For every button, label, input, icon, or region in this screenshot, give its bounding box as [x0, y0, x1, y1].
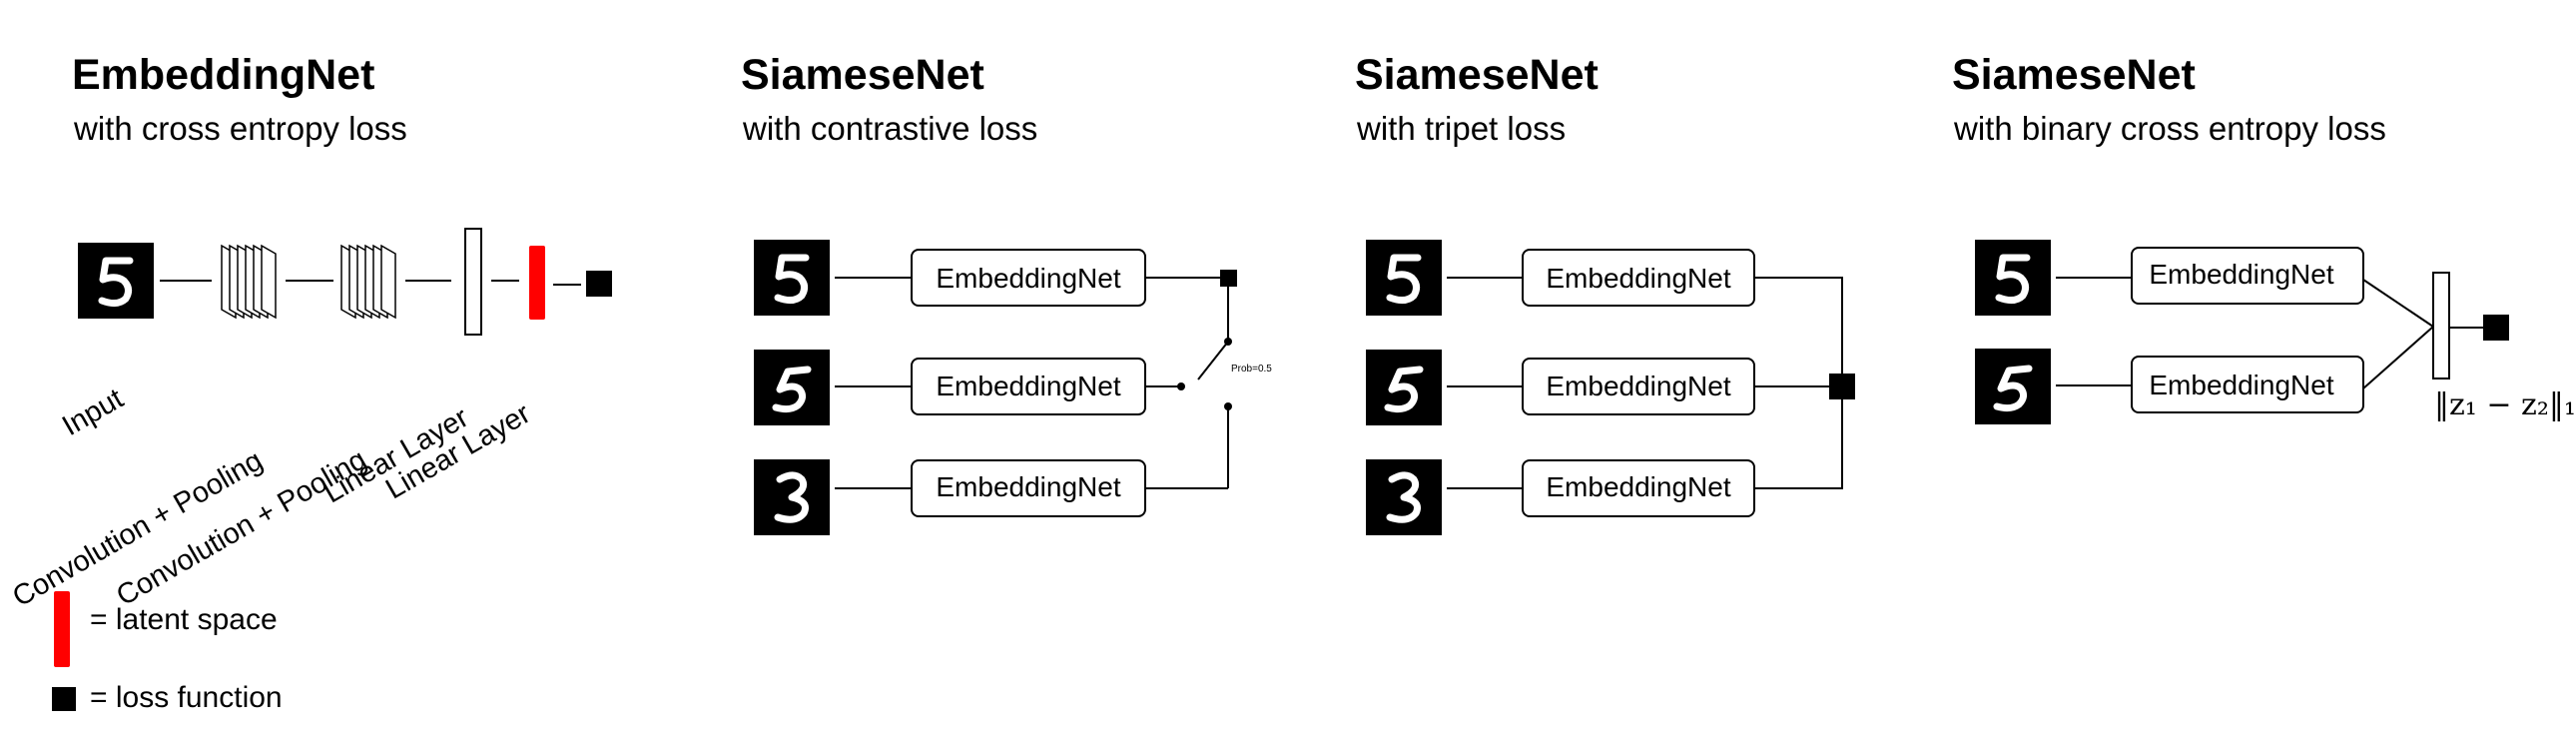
panel1-title: EmbeddingNet	[72, 51, 375, 99]
embeddingnet-block-label: EmbeddingNet	[1546, 471, 1730, 502]
linear-layer-box	[464, 228, 482, 336]
panel4-title: SiameseNet	[1952, 51, 2196, 99]
panel4-digit-1	[1975, 240, 2051, 316]
l1-distance-label: ‖z₁ − z₂‖₁	[2434, 387, 2576, 422]
distance-layer-box	[2432, 272, 2450, 379]
panel2-subtitle: with contrastive loss	[743, 110, 1038, 147]
panel1-input-digit	[78, 243, 154, 319]
loss-square	[1829, 374, 1855, 399]
embeddingnet-block-label: EmbeddingNet	[2149, 259, 2333, 290]
loss-square	[586, 271, 612, 297]
panel3-digit-1	[1366, 240, 1442, 316]
conv-pool-block-2	[340, 244, 396, 320]
embeddingnet-block-label: EmbeddingNet	[1546, 371, 1730, 401]
panel1-subtitle: with cross entropy loss	[74, 110, 407, 147]
panel3-digit-3	[1366, 459, 1442, 535]
panel4-digit-2	[1975, 349, 2051, 424]
legend-latent-swatch	[54, 591, 70, 667]
loss-square	[1220, 270, 1237, 287]
panel3-digit-2	[1366, 350, 1442, 425]
panel4-subtitle: with binary cross entropy loss	[1954, 110, 2386, 147]
legend-latent-label: = latent space	[90, 603, 278, 636]
panel2-digit-2	[754, 350, 830, 425]
panel3-title: SiameseNet	[1355, 51, 1599, 99]
panel2-digit-3	[754, 459, 830, 535]
panel3-subtitle: with tripet loss	[1357, 110, 1567, 147]
embeddingnet-block-label: EmbeddingNet	[936, 371, 1120, 401]
loss-square	[2483, 315, 2509, 341]
embeddingnet-block-label: EmbeddingNet	[2149, 370, 2333, 400]
conv-pool-block-1	[221, 244, 277, 320]
switch-arm	[1197, 341, 1229, 380]
legend-loss-swatch	[52, 687, 76, 711]
switch-probability-label: Prob=0.5	[1231, 364, 1272, 375]
legend-loss-label: = loss function	[90, 681, 283, 714]
embeddingnet-block-label: EmbeddingNet	[1546, 263, 1730, 294]
panel2-title: SiameseNet	[741, 51, 984, 99]
embeddingnet-block-label: EmbeddingNet	[936, 471, 1120, 502]
latent-layer-box	[529, 246, 545, 320]
panel2-digit-1	[754, 240, 830, 316]
embeddingnet-block-label: EmbeddingNet	[936, 263, 1120, 294]
